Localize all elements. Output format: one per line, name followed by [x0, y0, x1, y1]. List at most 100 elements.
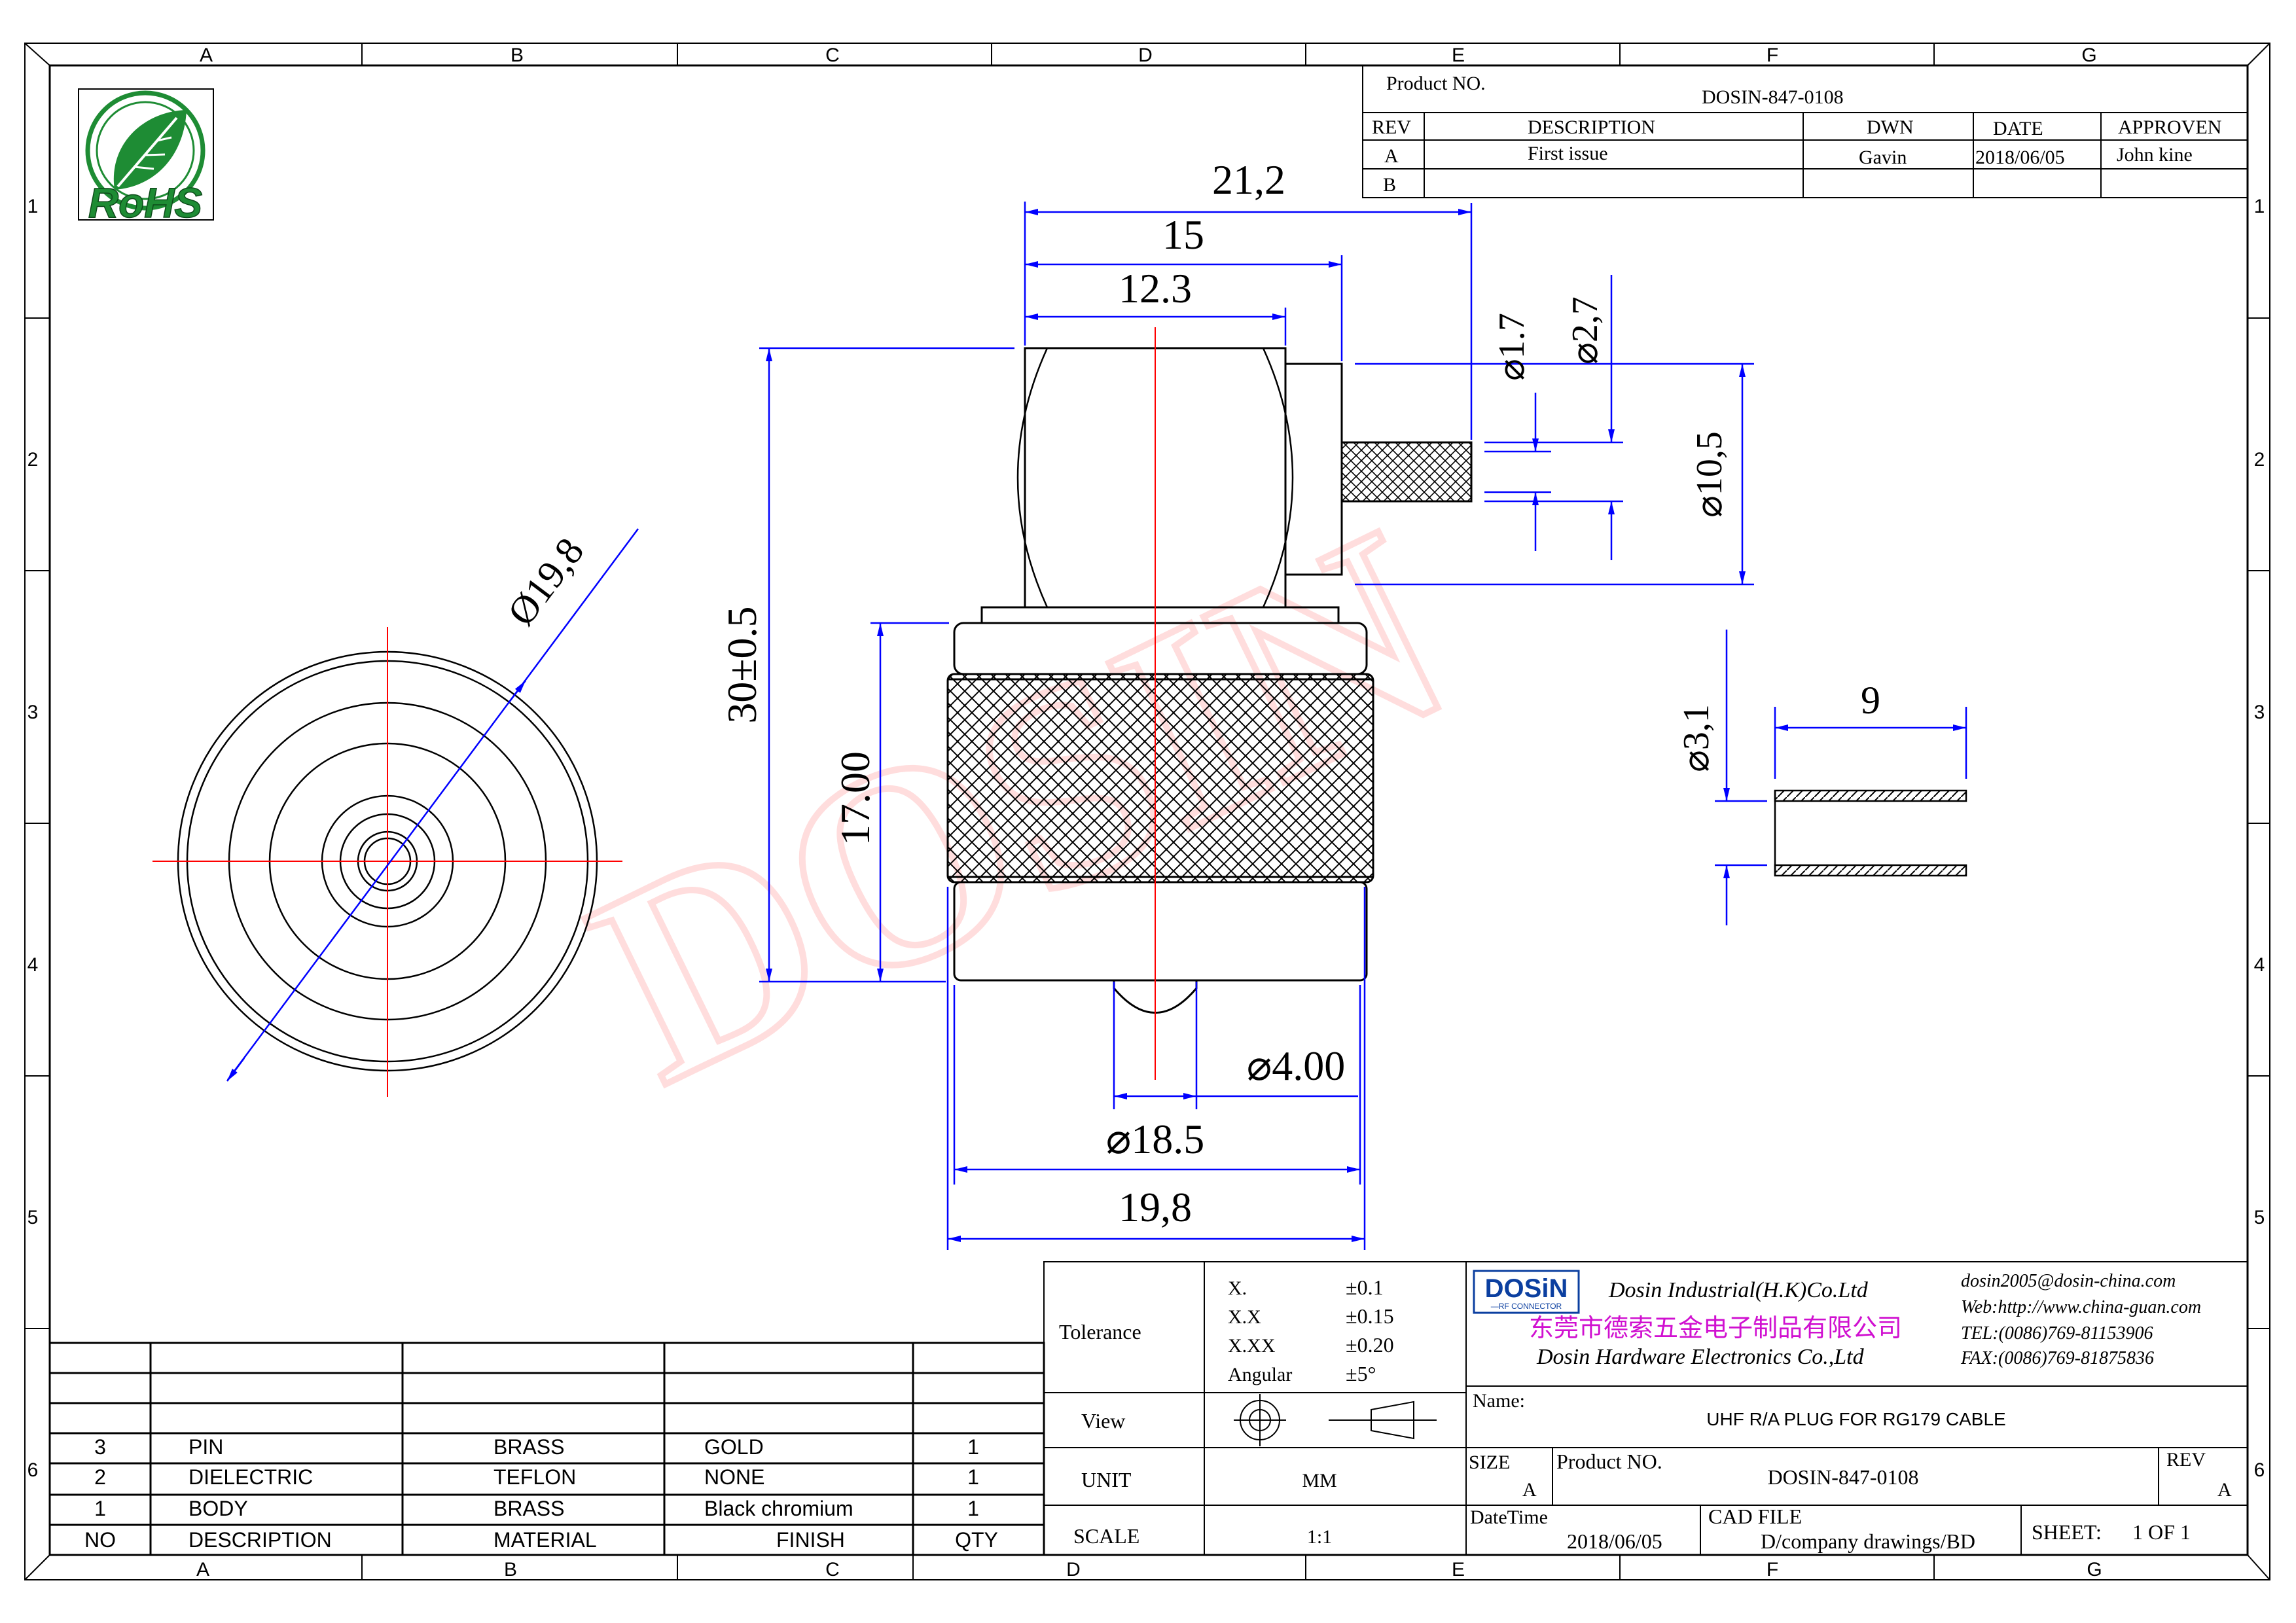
dwn-header: DWN: [1867, 116, 1914, 138]
col-label: G: [2081, 45, 2096, 66]
tol-xxx-value: ±0.20: [1346, 1333, 1394, 1357]
bom-row-material: BRASS: [493, 1435, 564, 1459]
size-label: SIZE: [1469, 1452, 1510, 1473]
bom-row-description: PIN: [188, 1435, 223, 1459]
dimension-lines: [759, 202, 1754, 1250]
col-label: E: [1452, 1559, 1465, 1580]
col-label: D: [1138, 45, 1153, 66]
bom-row-description: BODY: [188, 1497, 248, 1520]
tolerance-label: Tolerance: [1059, 1320, 1141, 1344]
name-label: Name:: [1473, 1390, 1525, 1412]
bom-header-finish: FINISH: [776, 1528, 845, 1552]
dim-nut-outer-dia: 19,8: [1119, 1184, 1192, 1230]
dim-height: 30±0.5: [719, 606, 765, 723]
dim-ferrule-length: 9: [1861, 679, 1880, 722]
col-label: A: [196, 1559, 209, 1580]
bom-row-no: 1: [94, 1497, 106, 1520]
bom-row-qty: 1: [967, 1435, 979, 1459]
column-labels-top: A B C D E F G: [200, 45, 2097, 66]
end-view-centerlines: [152, 627, 622, 1097]
row-labels-right: 1 2 3 4 5 6: [2254, 196, 2265, 1481]
col-label: D: [1066, 1559, 1081, 1580]
dimension-labels: 21,2 15 12.3 30±0.5 17.00 ⌀1.7 ⌀2,7 ⌀10,…: [719, 156, 1730, 1230]
rev-a-date: 2018/06/05: [1975, 147, 2065, 168]
row-label: 1: [2254, 196, 2265, 217]
col-label: C: [825, 1559, 840, 1580]
rev-a: A: [1384, 145, 1399, 167]
col-label: C: [825, 45, 840, 66]
tolerance-block: [1043, 1261, 2248, 1556]
tolerance-text: Tolerance X. ±0.1 X.X ±0.15 X.XX ±0.20 A…: [1059, 1275, 1394, 1548]
row-labels-left: 1 2 3 4 5 6: [27, 196, 39, 1481]
rev-b: B: [1383, 174, 1396, 196]
dim-pin-dia: ⌀1.7: [1492, 313, 1532, 381]
bom-header-no: NO: [84, 1528, 116, 1552]
col-label: B: [504, 1559, 517, 1580]
col-label: B: [511, 45, 524, 66]
row-label: 5: [27, 1207, 39, 1228]
row-label: 3: [2254, 702, 2265, 723]
drawing-title: UHF R/A PLUG FOR RG179 CABLE: [1706, 1409, 2005, 1429]
title-block-text: Name: UHF R/A PLUG FOR RG179 CABLE SIZE …: [1469, 1390, 2232, 1553]
bom-row-description: DIELECTRIC: [188, 1465, 313, 1489]
bom-row-no: 2: [94, 1465, 106, 1489]
col-label: A: [200, 45, 213, 66]
scale-value: 1:1: [1307, 1526, 1332, 1548]
col-label: E: [1452, 45, 1465, 66]
company-name-en: Dosin Hardware Electronics Co.,Ltd: [1536, 1345, 1865, 1369]
col-label: F: [1767, 45, 1778, 66]
unit-value: MM: [1302, 1470, 1336, 1491]
bom-header-qty: QTY: [955, 1528, 998, 1552]
bom-row-finish: NONE: [704, 1465, 764, 1489]
unit-label: UNIT: [1081, 1468, 1132, 1491]
company-web: Web:http://www.china-guan.com: [1961, 1297, 2201, 1317]
product-no-label: Product NO.: [1386, 73, 1486, 94]
end-view-dia-label: Ø19,8: [499, 530, 592, 633]
datetime-label: DateTime: [1470, 1507, 1548, 1528]
row-label: 6: [27, 1459, 39, 1481]
company-name-cn: 东莞市德索五金电子制品有限公司: [1529, 1315, 1902, 1342]
row-label: 4: [2254, 954, 2265, 976]
rev-header: REV: [1372, 116, 1411, 138]
bom-header-material: MATERIAL: [493, 1528, 597, 1552]
dim-overall-length: 21,2: [1212, 156, 1285, 203]
approven-header: APPROVEN: [2118, 116, 2221, 138]
dim-rear-dia: ⌀10,5: [1689, 431, 1730, 518]
tol-angular: Angular: [1228, 1364, 1292, 1385]
rev-a-description: First issue: [1528, 143, 1608, 164]
bom-header-description: DESCRIPTION: [188, 1528, 332, 1552]
dim-pin-shoulder-dia: ⌀2,7: [1565, 296, 1605, 365]
tol-xx: X.X: [1228, 1306, 1261, 1328]
dosin-logo-sub: —RF CONNECTOR: [1491, 1302, 1562, 1311]
rev-value: A: [2217, 1479, 2232, 1501]
dim-nut-height: 17.00: [832, 751, 878, 846]
company-fax: FAX:(0086)769-81875836: [1960, 1348, 2154, 1368]
column-labels-bottom: A B C D E F G: [196, 1559, 2102, 1580]
revision-text: Product NO. DOSIN-847-0108 REV DESCRIPTI…: [1372, 73, 2221, 196]
projection-symbol-icon: [1234, 1394, 1437, 1446]
bom-row-material: TEFLON: [493, 1465, 576, 1489]
revision-block: [1362, 65, 2248, 198]
rohs-text: RoHS: [88, 179, 203, 226]
bom-row-material: BRASS: [493, 1497, 564, 1520]
tol-x-value: ±0.1: [1346, 1275, 1384, 1299]
rohs-leaf-icon: [85, 90, 206, 211]
row-label: 5: [2254, 1207, 2265, 1228]
company-name-hk: Dosin Industrial(H.K)Co.Ltd: [1608, 1278, 1869, 1302]
tol-xxx: X.XX: [1228, 1335, 1276, 1357]
company-block: DOSiN —RF CONNECTOR Dosin Industrial(H.K…: [1473, 1270, 2201, 1369]
dim-ferrule-dia: ⌀3,1: [1676, 704, 1717, 772]
scale-label: SCALE: [1073, 1524, 1139, 1548]
product-no-value: DOSIN-847-0108: [1767, 1465, 1918, 1489]
row-label: 2: [27, 449, 39, 471]
side-view: [946, 327, 1473, 1080]
bom-table: [48, 1342, 1045, 1556]
cad-file-value: D/company drawings/BD: [1761, 1529, 1975, 1553]
dim-contact-dia: ⌀4.00: [1247, 1043, 1346, 1089]
ferrule-detail: 9 ⌀3,1: [1676, 630, 1967, 925]
end-view: Ø19,8: [152, 528, 639, 1097]
company-tel: TEL:(0086)769-81153906: [1961, 1323, 2153, 1344]
bom-row-qty: 1: [967, 1497, 979, 1520]
row-label: 3: [27, 702, 39, 723]
